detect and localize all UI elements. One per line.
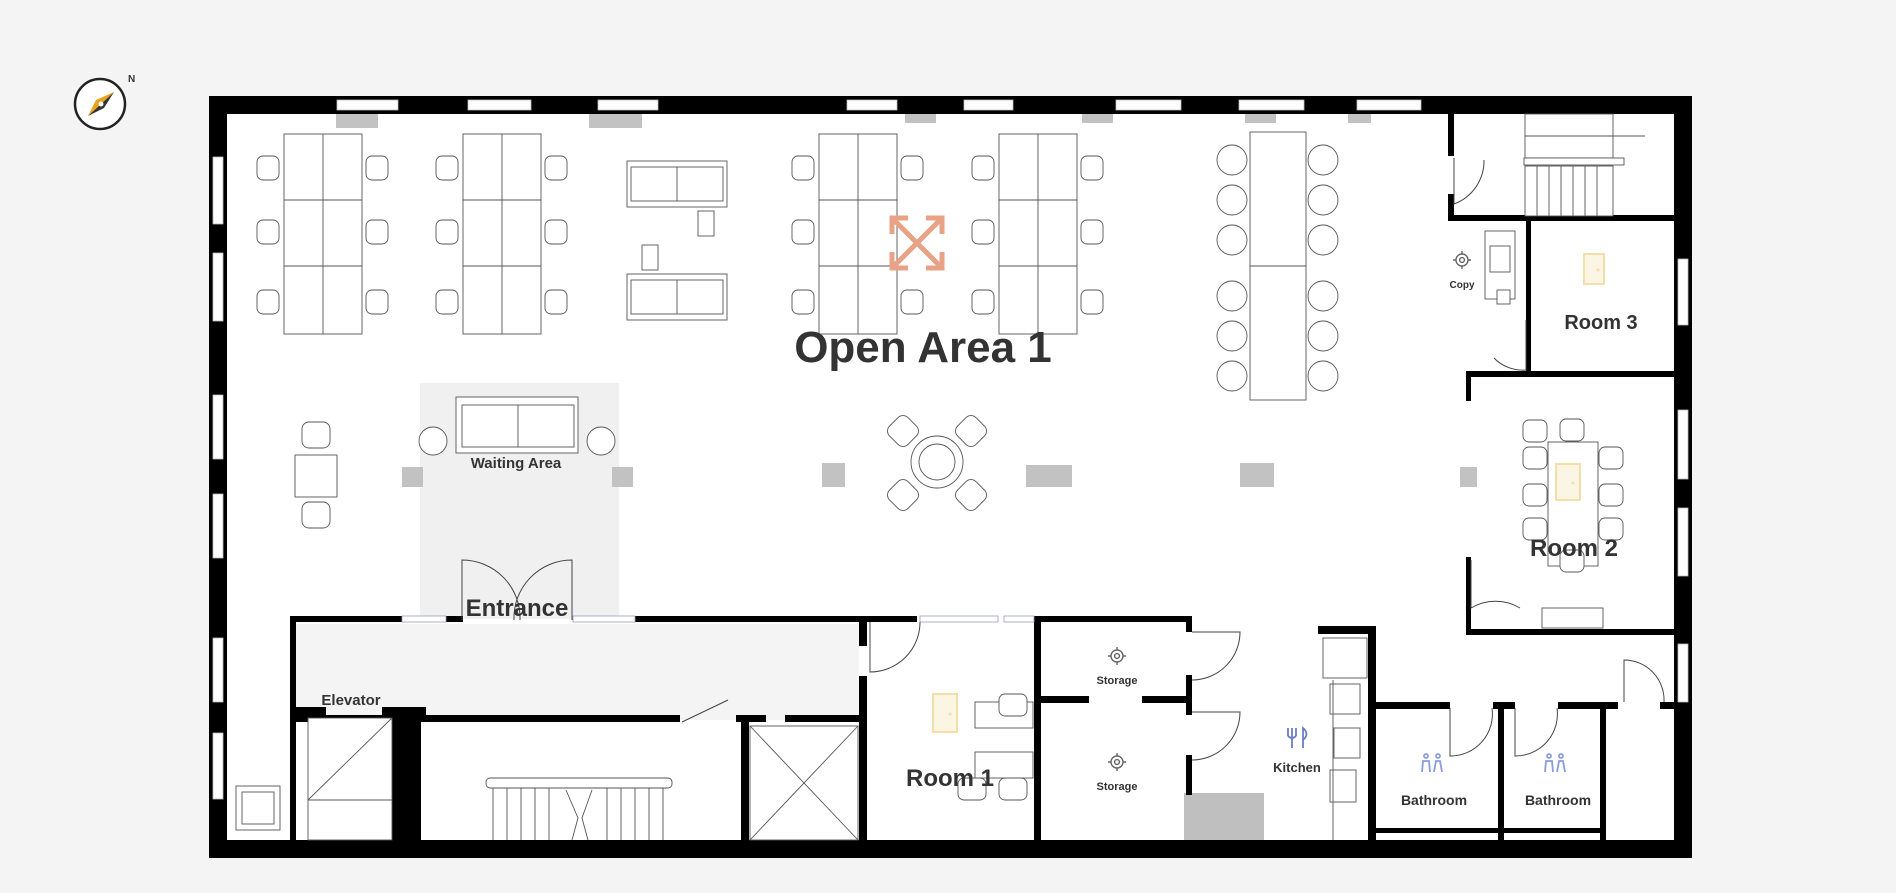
desk-cluster-3 xyxy=(818,133,898,335)
restroom-icon[interactable] xyxy=(1539,748,1571,780)
interior-walls xyxy=(290,112,1678,844)
kitchen-label[interactable]: Kitchen xyxy=(1273,760,1321,775)
doors xyxy=(461,158,1665,761)
lounge-sofas xyxy=(626,160,728,321)
bottom-left-box xyxy=(235,785,281,831)
room1-label[interactable]: Room 1 xyxy=(906,765,994,792)
gear-icon[interactable] xyxy=(1108,647,1126,665)
outer-wall xyxy=(209,96,1692,858)
bathroom-right-label[interactable]: Bathroom xyxy=(1525,792,1591,808)
room2-label[interactable]: Room 2 xyxy=(1530,535,1618,562)
storage-bottom-label[interactable]: Storage xyxy=(1097,781,1138,793)
desk-cluster-4 xyxy=(998,133,1078,335)
move-arrows-icon[interactable] xyxy=(889,215,945,271)
gear-icon[interactable] xyxy=(1108,753,1126,771)
entrance-glass xyxy=(401,615,1035,623)
small-table xyxy=(294,421,338,529)
desk-cluster-1 xyxy=(283,133,363,335)
columns xyxy=(336,114,1477,487)
corridor-zone xyxy=(296,624,859,720)
stair-top-right xyxy=(1523,113,1645,217)
waiting-sofa xyxy=(418,396,616,456)
door-icon[interactable] xyxy=(932,693,958,733)
restroom-icon[interactable] xyxy=(1416,748,1448,780)
elevator-shafts xyxy=(307,717,859,841)
door-icon[interactable] xyxy=(1555,463,1581,501)
waiting-area-label[interactable]: Waiting Area xyxy=(471,455,562,472)
room1-furniture xyxy=(957,693,1034,801)
elevator-label[interactable]: Elevator xyxy=(321,692,380,709)
copier xyxy=(1484,230,1516,305)
gear-icon[interactable] xyxy=(1453,251,1471,269)
entrance-label[interactable]: Entrance xyxy=(466,595,569,622)
copy-label[interactable]: Copy xyxy=(1450,280,1475,291)
room3-label[interactable]: Room 3 xyxy=(1564,312,1637,334)
cutlery-icon[interactable] xyxy=(1287,726,1308,748)
desk-chairs xyxy=(256,155,1104,315)
kitchen-counter-block xyxy=(1184,793,1264,843)
desk-cluster-2 xyxy=(462,133,542,335)
room2-table xyxy=(1522,418,1624,629)
compass-north-label: N xyxy=(128,74,135,85)
door-icon[interactable] xyxy=(1583,253,1605,285)
storage-top-label[interactable]: Storage xyxy=(1097,675,1138,687)
bathroom-left-label[interactable]: Bathroom xyxy=(1401,792,1467,808)
long-table xyxy=(1216,131,1339,401)
stair-bottom xyxy=(485,777,673,841)
open-area-label[interactable]: Open Area 1 xyxy=(794,323,1052,372)
round-table xyxy=(887,415,987,511)
kitchen-counter xyxy=(1322,637,1368,840)
compass-icon: N xyxy=(73,74,135,131)
